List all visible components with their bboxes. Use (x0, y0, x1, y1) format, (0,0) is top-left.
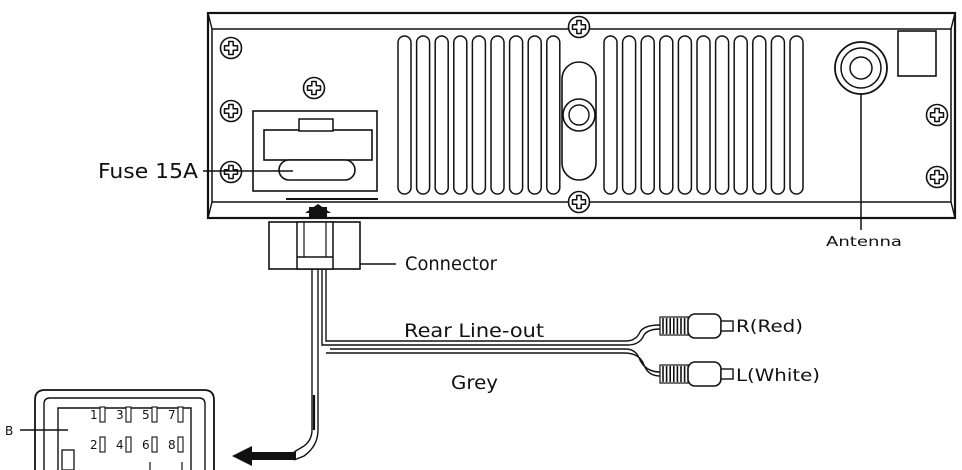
vent-slot (752, 35, 767, 195)
vent-slot (640, 35, 655, 195)
connector (268, 221, 361, 270)
fuse-compartment (252, 110, 378, 192)
pin-grid: 1 3 5 7 2 4 6 8 (90, 406, 184, 453)
vent-slot (789, 35, 804, 195)
ventilation-grille (397, 35, 804, 195)
screw-icon (219, 160, 243, 184)
pin-socket (177, 406, 184, 423)
connector-label: Connector (405, 253, 497, 275)
rear-line-out-label: Rear Line-out (404, 320, 544, 342)
insert-arrow-icon (232, 446, 296, 466)
antenna-jack (834, 41, 888, 230)
vent-slot (696, 35, 711, 195)
screw-icon (219, 99, 243, 123)
pin-number: 5 (142, 408, 150, 422)
pin-socket (151, 406, 158, 423)
pin-socket (125, 406, 132, 423)
vent-slot (490, 35, 505, 195)
center-mount-hole (561, 61, 597, 181)
vent-slot (508, 35, 524, 195)
vent-slot (714, 35, 730, 195)
iso-connector (34, 389, 215, 470)
rear-square-port (897, 30, 937, 77)
screw-icon (219, 36, 243, 60)
vent-slot (415, 35, 431, 195)
screw-icon (567, 15, 591, 39)
vent-slot (659, 35, 674, 195)
rca-right-label: R(Red) (736, 317, 803, 337)
screw-icon (567, 190, 591, 214)
pin-socket (151, 436, 158, 453)
vent-slot (527, 35, 542, 195)
rca-left-label: L(White) (736, 366, 820, 386)
screw-icon (925, 103, 949, 127)
pin-number: 4 (116, 438, 124, 452)
vent-slot (434, 35, 449, 195)
fuse-label: Fuse 15A (98, 159, 198, 183)
vent-slot (453, 35, 468, 195)
antenna-label: Antenna (826, 235, 902, 250)
vent-slot (603, 35, 618, 195)
pin-number: 6 (142, 438, 150, 452)
pin-socket (125, 436, 132, 453)
pin-number: 2 (90, 438, 98, 452)
pin-number: 7 (168, 408, 176, 422)
screw-icon (302, 76, 326, 100)
pin-socket (177, 436, 184, 453)
vent-slot (677, 35, 693, 195)
vent-slot (397, 35, 412, 195)
grey-label: Grey (451, 372, 498, 394)
rca-plug-right (659, 313, 734, 339)
rca-plug-left (659, 361, 734, 387)
pin-number: 1 (90, 408, 98, 422)
vent-slot (546, 35, 561, 195)
vent-slot (770, 35, 786, 195)
vent-slot (733, 35, 748, 195)
block-label: B (5, 424, 13, 438)
vent-slot (471, 35, 487, 195)
vent-slot (621, 35, 637, 195)
pin-socket (99, 436, 106, 453)
pin-number: 3 (116, 408, 124, 422)
cable-harness (293, 269, 661, 461)
pin-socket (99, 406, 106, 423)
screw-icon (925, 165, 949, 189)
pin-number: 8 (168, 438, 176, 452)
